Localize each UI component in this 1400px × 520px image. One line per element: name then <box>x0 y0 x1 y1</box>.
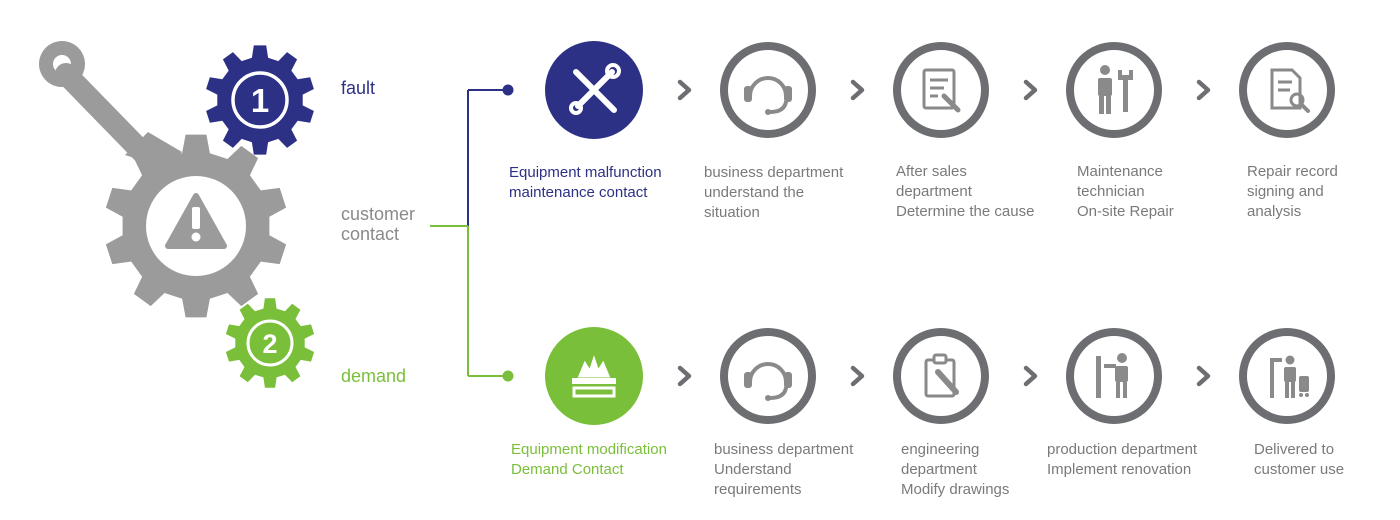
demand-step-4-label: production department Implement renovati… <box>1047 441 1198 478</box>
chevron-right-icon <box>850 79 865 101</box>
demand-step-1-circle <box>545 327 643 425</box>
fault-step-3-label: After sales department Determine the cau… <box>896 163 1035 220</box>
fault-step-5-circle <box>1239 42 1335 138</box>
fault-step-2-circle <box>720 42 816 138</box>
gear-number-two-badge: 2 <box>225 298 315 388</box>
wrench-screwdriver-icon <box>569 63 621 115</box>
fault-step-5-label: Repair record signing and analysis <box>1247 163 1338 220</box>
demand-step-2-circle <box>720 328 816 424</box>
demand-step-4-circle <box>1066 328 1162 424</box>
demand-step-3-circle <box>893 328 989 424</box>
demand-label: demand <box>341 366 407 386</box>
wrench-icon <box>39 41 182 170</box>
fault-step-3-circle <box>893 42 989 138</box>
fault-step-4-label: Maintenance technician On-site Repair <box>1077 163 1174 220</box>
demand-step-3-label: engineering department Modify drawings <box>901 441 1010 498</box>
demand-step-2-label: business department Understand requireme… <box>714 441 854 498</box>
fault-step-1-label: Equipment malfunction maintenance contac… <box>509 164 662 201</box>
chevron-right-icon <box>1023 365 1038 387</box>
chevron-right-icon <box>677 365 692 387</box>
gear-number-one-badge: 1 <box>206 45 314 155</box>
fault-label: fault <box>341 78 376 98</box>
fault-step-4-circle <box>1066 42 1162 138</box>
demand-step-5-label: Delivered to customer use <box>1254 441 1345 478</box>
gear-alert-icon <box>105 134 287 318</box>
technician-wrench-icon <box>1098 65 1133 114</box>
document-search-icon <box>1270 68 1310 113</box>
fault-step-1-circle <box>545 41 643 139</box>
worker-drilling-icon <box>1096 353 1128 398</box>
delivery-person-icon <box>1270 355 1309 398</box>
chevron-right-icon <box>1023 79 1038 101</box>
chevron-right-icon <box>1196 365 1211 387</box>
connector <box>430 84 514 382</box>
fault-number: 1 <box>251 82 269 119</box>
chevron-right-icon <box>1196 79 1211 101</box>
saw-blade-icon <box>572 355 616 398</box>
demand-step-5-circle <box>1239 328 1335 424</box>
chevron-right-icon <box>850 365 865 387</box>
demand-step-1-label: Equipment modification Demand Contact <box>511 441 667 478</box>
demand-number: 2 <box>262 329 277 359</box>
document-wrench-icon <box>922 68 961 113</box>
headset-icon <box>744 362 792 401</box>
headset-icon <box>744 76 792 115</box>
chevron-right-icon <box>677 79 692 101</box>
fault-step-2-label: business department understand the situa… <box>704 164 844 221</box>
clipboard-pencil-icon <box>924 353 959 398</box>
customer-contact-label: customer contact <box>341 204 416 244</box>
